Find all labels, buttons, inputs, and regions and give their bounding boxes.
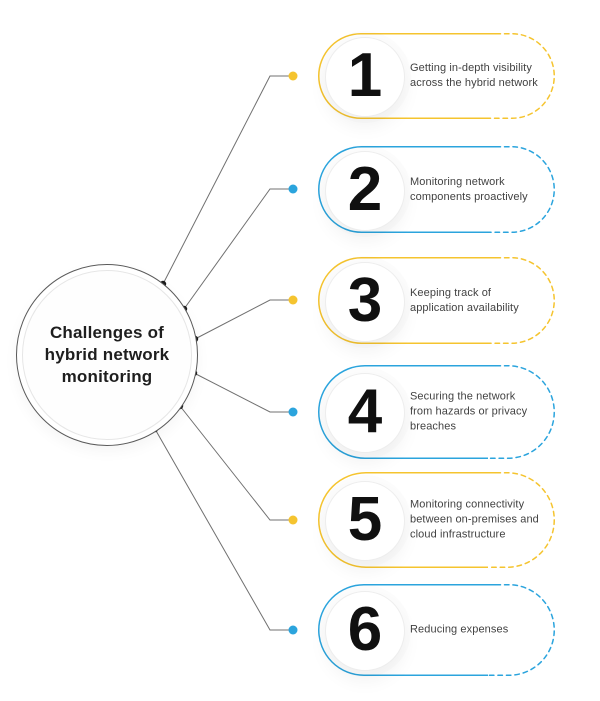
- number-badge-4: 4: [325, 373, 405, 453]
- card-border-dashed: [487, 257, 555, 344]
- connector-line-6: [154, 428, 293, 631]
- central-circle: Challenges of hybrid network monitoring: [16, 264, 198, 446]
- card-border-solid: [318, 365, 496, 459]
- card-border-dashed: [487, 146, 555, 233]
- connector-line-4: [193, 372, 293, 413]
- number-badge-2: 2: [325, 150, 405, 231]
- challenge-card-6: 6 Reducing expenses: [318, 584, 555, 676]
- card-border-5: [318, 472, 555, 568]
- card-border-dashed: [487, 472, 555, 568]
- central-circle-inner-ring: Challenges of hybrid network monitoring: [22, 270, 192, 440]
- card-border-3: [318, 257, 555, 344]
- card-border-2: [318, 146, 555, 233]
- challenge-card-1: 1 Getting in-depth visibility across the…: [318, 33, 555, 119]
- card-description: Getting in-depth visibility across the h…: [410, 62, 538, 89]
- card-border-dashed: [487, 365, 555, 459]
- card-border-solid: [318, 257, 496, 344]
- card-description: Monitoring network components proactivel…: [410, 175, 528, 203]
- card-description: Monitoring connectivity between on-premi…: [410, 498, 539, 541]
- number-badge-1: 1: [325, 37, 405, 117]
- challenge-card-4: 4 Securing the network from hazards or p…: [318, 365, 555, 459]
- card-number: 1: [347, 41, 383, 110]
- card-endpoint-dot-4: [288, 407, 298, 417]
- card-description: Securing the network from hazards or pri…: [410, 390, 528, 433]
- connector-line-3: [194, 299, 293, 340]
- card-border-solid: [318, 584, 496, 676]
- card-description: Keeping track of application availabilit…: [410, 286, 519, 314]
- card-border-1: [318, 33, 555, 119]
- card-description: Reducing expenses: [410, 623, 509, 636]
- card-number: 2: [347, 154, 383, 224]
- challenge-card-3: 3 Keeping track of application availabil…: [318, 257, 555, 344]
- connector-line-1: [162, 75, 293, 285]
- card-border-solid: [318, 472, 496, 568]
- card-border-4: [318, 365, 555, 459]
- card-endpoint-dot-3: [288, 295, 298, 305]
- challenge-card-5: 5 Monitoring connectivity between on-pre…: [318, 472, 555, 568]
- card-number: 3: [347, 265, 383, 335]
- card-endpoint-dot-6: [288, 625, 298, 635]
- card-endpoint-dot-2: [288, 184, 298, 194]
- central-title: Challenges of hybrid network monitoring: [44, 323, 170, 386]
- card-number: 6: [347, 595, 383, 664]
- card-border-6: [318, 584, 555, 676]
- card-border-solid: [318, 146, 496, 233]
- number-badge-6: 6: [325, 591, 405, 671]
- connector-line-5: [179, 405, 293, 521]
- number-badge-3: 3: [325, 261, 405, 342]
- card-border-dashed: [487, 584, 555, 676]
- card-endpoint-dot-1: [288, 71, 298, 81]
- challenge-card-2: 2 Monitoring network components proactiv…: [318, 146, 555, 233]
- card-endpoint-dot-5: [288, 515, 298, 525]
- card-border-solid: [318, 33, 496, 119]
- card-number: 5: [347, 485, 383, 554]
- card-number: 4: [347, 377, 383, 446]
- number-badge-5: 5: [325, 481, 405, 561]
- connector-line-2: [183, 188, 293, 310]
